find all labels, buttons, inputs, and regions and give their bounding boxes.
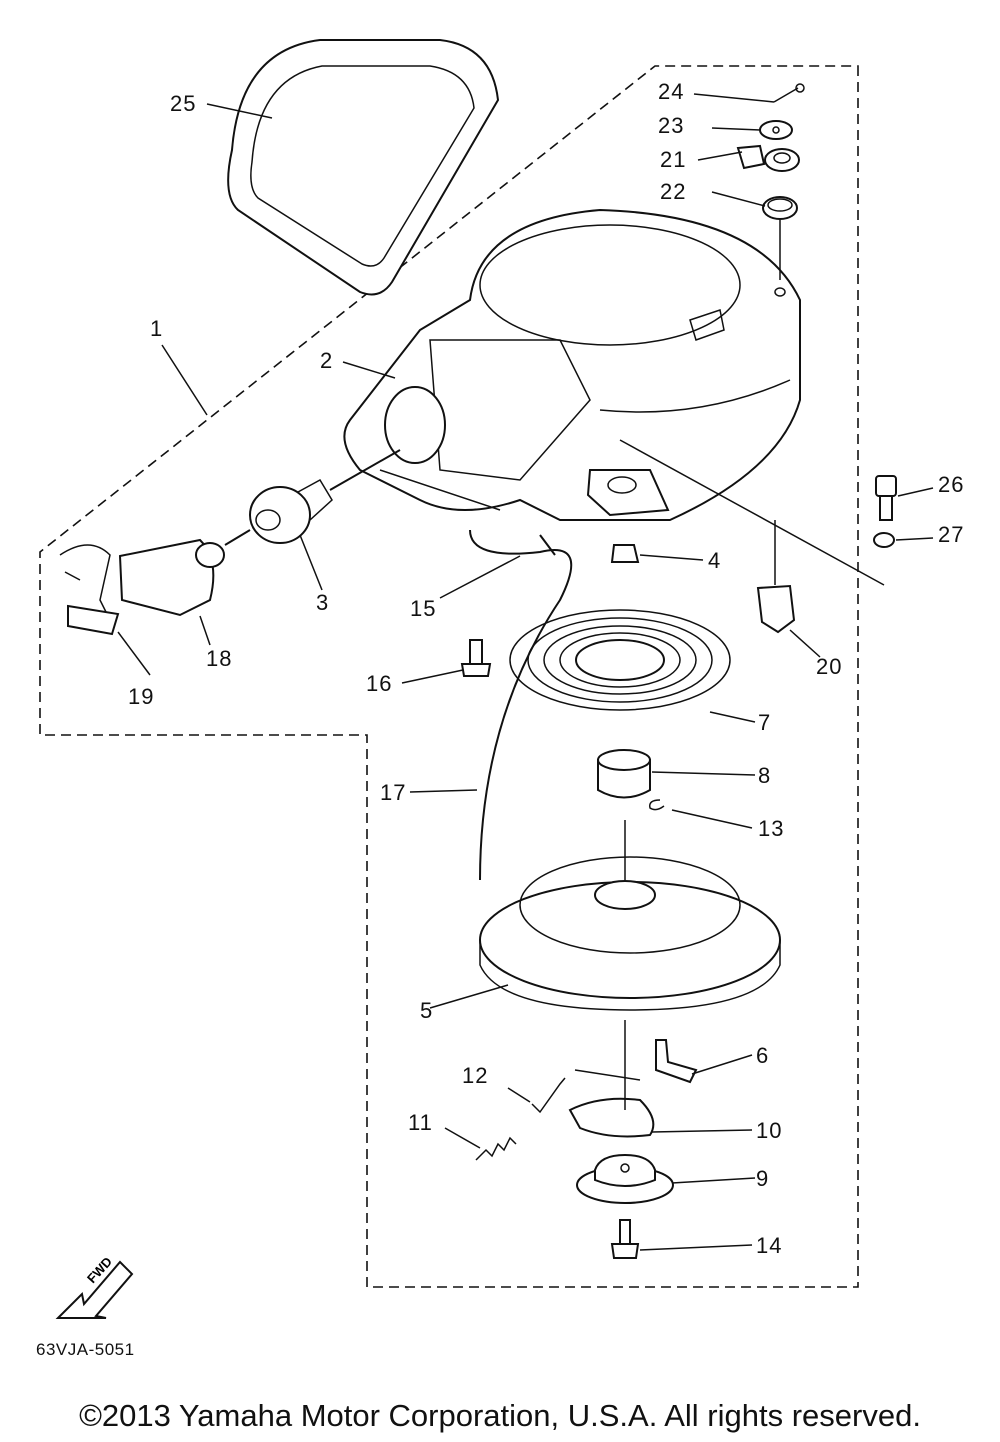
callout-4: 4 xyxy=(708,548,722,573)
callout-6: 6 xyxy=(756,1043,770,1068)
washer-part-27 xyxy=(873,532,895,548)
callout-22: 22 xyxy=(660,179,687,204)
callout-21: 21 xyxy=(660,147,687,172)
callout-16: 16 xyxy=(366,671,393,696)
spring-part-22 xyxy=(762,196,798,220)
spiral-spring-part-7 xyxy=(509,609,731,711)
callout-9: 9 xyxy=(756,1166,770,1191)
rope-part-17 xyxy=(469,529,573,881)
fwd-arrow-icon xyxy=(55,1260,134,1319)
callout-14: 14 xyxy=(756,1233,783,1258)
washer-part-23 xyxy=(759,120,793,140)
bolt-part-26 xyxy=(875,475,897,521)
pawl-part-6 xyxy=(655,1039,698,1084)
callout-11: 11 xyxy=(408,1110,433,1135)
callout-17: 17 xyxy=(380,780,407,805)
clip-part-21 xyxy=(736,144,766,170)
bolt-part-14 xyxy=(610,1219,640,1259)
callout-15: 15 xyxy=(410,596,437,621)
plate-part-10 xyxy=(568,1097,655,1138)
grommet-part-3 xyxy=(224,449,401,546)
callout-5: 5 xyxy=(420,998,434,1023)
callout-1: 1 xyxy=(150,316,164,341)
callout-27: 27 xyxy=(938,522,965,547)
callout-10: 10 xyxy=(756,1118,783,1143)
callout-24: 24 xyxy=(658,79,685,104)
callout-8: 8 xyxy=(758,763,772,788)
drawing-code: 63VJA-5051 xyxy=(36,1340,135,1359)
callout-3: 3 xyxy=(316,590,330,615)
bolt-part-16 xyxy=(460,639,492,677)
spring-part-12 xyxy=(531,1069,641,1114)
callout-23: 23 xyxy=(658,113,685,138)
callout-20: 20 xyxy=(816,654,843,679)
cap-part-9 xyxy=(576,1153,674,1204)
callout-13: 13 xyxy=(758,816,785,841)
callout-18: 18 xyxy=(206,646,233,671)
spring-part-11 xyxy=(475,1136,517,1161)
leader-lines xyxy=(117,93,934,1251)
starter-housing-part-2 xyxy=(343,208,801,521)
assembly-boundary-dashed xyxy=(39,65,859,1288)
nut-part-4 xyxy=(610,544,640,563)
gasket-frame-part-25 xyxy=(227,39,500,296)
copyright-notice: ©2013 Yamaha Motor Corporation, U.S.A. A… xyxy=(79,1398,921,1433)
pulley-part-5 xyxy=(479,820,781,1011)
clip-part-20 xyxy=(756,584,796,634)
clip-part-13 xyxy=(648,799,665,811)
callout-12: 12 xyxy=(462,1063,489,1088)
callout-2: 2 xyxy=(320,348,334,373)
callout-19: 19 xyxy=(128,684,155,709)
handle-part-18 xyxy=(59,538,225,636)
callout-7: 7 xyxy=(758,710,772,735)
callout-26: 26 xyxy=(938,472,965,497)
bushing-part-8 xyxy=(597,749,651,799)
callout-25: 25 xyxy=(170,91,197,116)
